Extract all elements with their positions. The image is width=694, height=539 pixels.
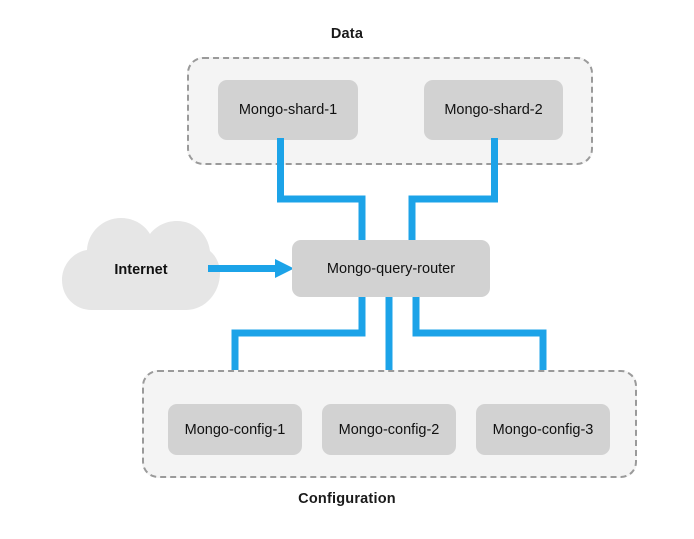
data-group-label: Data [330, 26, 364, 42]
node-mongo-shard-2[interactable]: Mongo-shard-2 [424, 80, 563, 140]
node-mongo-shard-1[interactable]: Mongo-shard-1 [218, 80, 358, 140]
node-mongo-query-router[interactable]: Mongo-query-router [292, 240, 490, 297]
cloud-icon [62, 218, 220, 310]
node-mongo-config-2[interactable]: Mongo-config-2 [322, 404, 456, 455]
cloud-label-internet: Internet [114, 262, 168, 278]
node-mongo-config-3[interactable]: Mongo-config-3 [476, 404, 610, 455]
configuration-group-label: Configuration [298, 491, 396, 507]
node-mongo-config-1[interactable]: Mongo-config-1 [168, 404, 302, 455]
arrow-internet-to-router [208, 259, 294, 278]
